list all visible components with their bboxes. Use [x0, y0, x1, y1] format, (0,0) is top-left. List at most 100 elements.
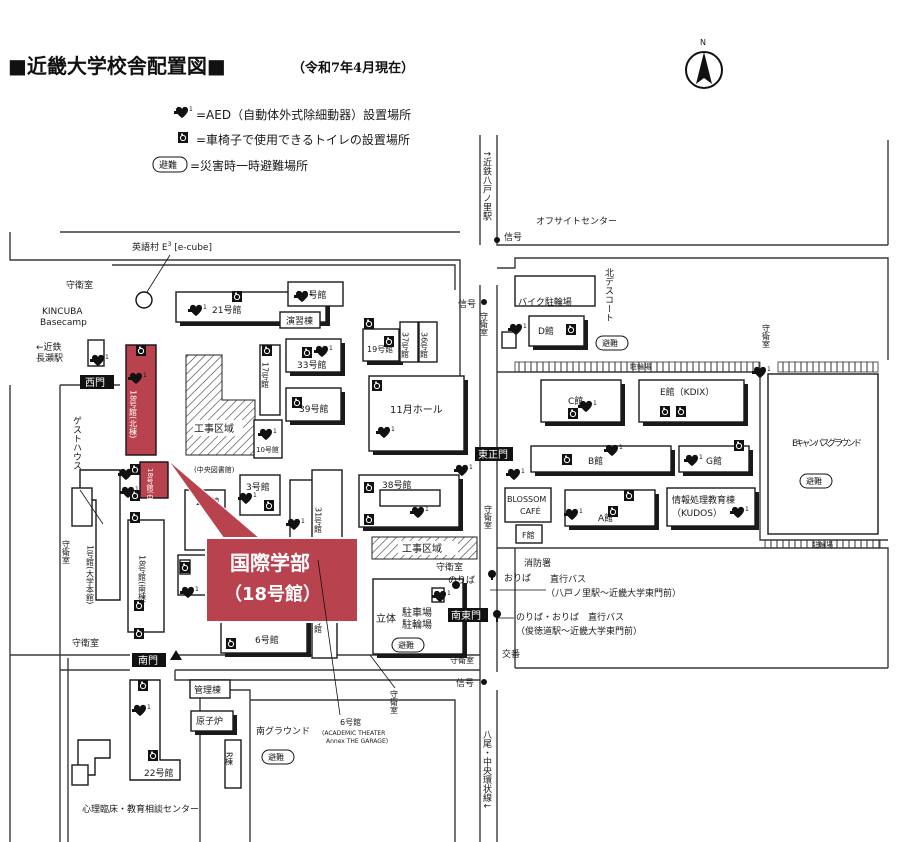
wheelchair-toilet-icon	[561, 453, 573, 466]
label-signal-3: 信号	[456, 677, 474, 689]
label-bus1-2: （八戸ノ里駅～近畿大学東門前）	[546, 587, 681, 599]
label-nagase-2: 長瀬駅	[36, 352, 63, 364]
label-b38: 38号館	[382, 479, 411, 491]
label-bus2-1: のりば・おりば 直行バス	[516, 611, 624, 623]
label-noriba: のりば	[448, 575, 475, 586]
label-bike: バイク駐輪場	[518, 296, 572, 308]
label-guard-4: 守衛室	[762, 323, 771, 348]
label-kita-desu: 北デスコート	[603, 268, 614, 322]
leader-lines	[79, 254, 546, 716]
label-b6b: 6号館	[340, 717, 361, 727]
label-genshiro: 原子炉	[196, 715, 223, 727]
callout-subtitle: （18号館）	[224, 583, 321, 605]
label-b36: 36号館	[420, 332, 429, 359]
label-bE: E館（KDIX）	[660, 386, 714, 398]
label-ecampus: Eキャンパスグラウンド	[792, 437, 862, 449]
label-b3: 3号館	[246, 481, 270, 493]
wheelchair-toilet-icon	[133, 627, 145, 640]
label-b18n: 18号館(北棟)	[129, 390, 138, 438]
label-shinri: 心理臨床・教育相談センター	[82, 803, 199, 815]
label-bB: B館	[588, 455, 603, 467]
label-b31: 31号館	[314, 507, 323, 534]
building-18-center	[139, 461, 169, 499]
wheelchair-toilet-icon	[261, 344, 273, 357]
label-bus1-1: 直行バス	[550, 573, 586, 585]
label-south-shelter: 避難	[268, 752, 284, 762]
label-guard-5: 守衛室	[480, 311, 489, 336]
label-ecampus-shelter: 避難	[806, 476, 822, 486]
wheelchair-toilet-icon	[565, 323, 577, 336]
legend-toilet-text: =車椅子で使用できるトイレの設置場所	[196, 132, 410, 147]
legend-toilet-icon	[177, 131, 189, 144]
callout-title: 国際学部	[230, 551, 310, 575]
map-title: ■近畿大学校舎配置図■	[8, 54, 226, 78]
label-yao: 八尾・中央環状線↓	[481, 730, 492, 810]
wheelchair-toilet-icon	[363, 481, 375, 494]
legend-aed-icon	[174, 106, 193, 118]
label-b21: 21号館	[212, 304, 241, 316]
svg-text:N: N	[700, 38, 706, 47]
gates: 西門 東正門 南東門 南門	[80, 375, 513, 667]
label-blossom-1: BLOSSOM	[507, 495, 546, 504]
legend-aed-text: =AED（自動体外式除細動器）設置場所	[196, 107, 411, 122]
label-b33: 33号館	[297, 359, 326, 371]
label-bD: D館	[538, 325, 554, 337]
wheelchair-toilet-icon	[133, 599, 145, 612]
railway-strip	[514, 361, 761, 373]
wheelchair-toilet-icon	[179, 561, 191, 574]
wheelchair-toilet-icon	[371, 379, 383, 392]
construction-zone-label-bg-1	[193, 420, 243, 436]
label-south-ground: 南グラウンド	[256, 725, 310, 737]
label-offsite: オフサイトセンター	[536, 216, 617, 227]
east-main-gate-label: 東正門	[478, 448, 508, 461]
label-parking: 駐車場	[402, 606, 432, 619]
label-kincuba-2: Basecamp	[40, 318, 87, 328]
north-arrow-icon: N	[685, 38, 723, 89]
label-b6: 6号館	[255, 634, 279, 646]
label-parking-shelter: 避難	[398, 640, 414, 650]
wheelchair-toilet-icon	[225, 637, 237, 650]
label-shobo: 消防署	[524, 557, 551, 569]
label-bus2-2: （俊徳道駅～近畿大学東門前）	[516, 625, 642, 637]
label-signal-2: 信号	[458, 298, 476, 310]
wheelchair-toilet-icon	[135, 344, 147, 357]
label-guard-3: 守衛室	[72, 637, 99, 649]
label-bikeparking: 駐輪場	[402, 618, 432, 631]
label-b17: 17号館	[261, 362, 270, 389]
label-r: R棟	[225, 752, 234, 767]
wheelchair-toilet-icon	[659, 405, 671, 418]
label-e3: 英語村 E3 [e-cube]	[132, 241, 212, 253]
label-info: 情報処理教育棟	[672, 494, 735, 506]
label-hall11: 11月ホール	[390, 404, 443, 416]
label-oriba: おりば	[504, 573, 531, 584]
building-18-north	[125, 344, 157, 456]
callout-international-school: 国際学部 （18号館）	[167, 459, 359, 623]
wheelchair-toilet-icon	[607, 505, 619, 518]
map-labels: ↑近鉄八戸ノ里駅 オフサイトセンター 信号 信号 信号 北デスコート 英語村 E…	[36, 150, 862, 815]
wheelchair-toilet-icon	[147, 749, 159, 762]
label-nagase-1: ←近鉄	[36, 341, 62, 353]
wheelchair-toilet-icon	[675, 405, 687, 418]
wheelchair-toilet-icon	[383, 335, 395, 348]
label-b5: 5号館	[314, 612, 323, 634]
label-guest-house: ゲストハウス	[71, 416, 82, 470]
label-guard-6: 守衛室	[484, 504, 493, 529]
legend-shelter-badge: 避難	[159, 159, 177, 171]
construction-zone-north	[185, 354, 256, 456]
wheelchair-toilet-icon	[263, 499, 275, 512]
wheelchair-toilet-icon	[291, 396, 303, 409]
label-chuurin-1: 駐輪場	[630, 362, 651, 371]
map-subtitle: （令和7年4月現在）	[292, 60, 414, 76]
label-bC: C館	[568, 395, 583, 407]
label-guard-9: 守衛室	[390, 689, 399, 714]
label-guard-8: 守衛室	[450, 655, 474, 665]
wheelchair-toilet-icon	[363, 317, 375, 330]
aed-icon	[454, 464, 473, 476]
label-guard-7: 守衛室	[436, 561, 463, 573]
wheelchair-toilet-icon	[137, 679, 149, 692]
signals-and-stops	[170, 237, 501, 685]
label-kanri: 管理棟	[194, 684, 221, 696]
label-blossom-2: CAFÉ	[520, 505, 541, 516]
buildings	[71, 275, 879, 789]
